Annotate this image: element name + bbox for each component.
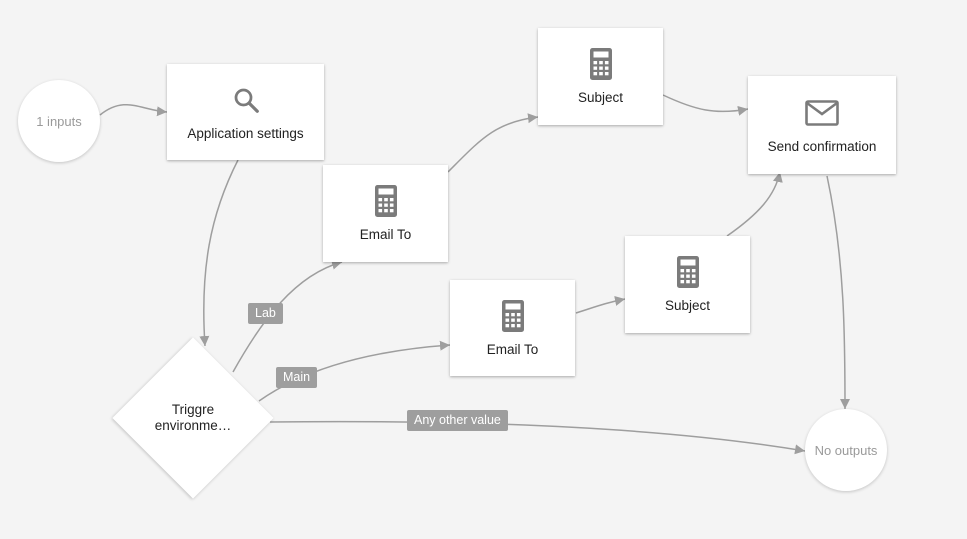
application-settings-label: Application settings — [187, 125, 304, 141]
edge-label-lab: Lab — [248, 303, 283, 324]
edge-label-any-other-value: Any other value — [407, 410, 508, 431]
trigger-decision-label: Triggre environme… — [123, 402, 263, 434]
calculator-icon — [676, 256, 699, 288]
search-icon — [231, 84, 261, 116]
edge-email-to-lower-to-subject-mid[interactable] — [575, 296, 626, 314]
send-confirmation-node[interactable]: Send confirmation — [748, 76, 896, 174]
trigger-label-line1: Triggre — [171, 402, 215, 417]
email-to-upper-node[interactable]: Email To — [323, 165, 448, 262]
input-node[interactable]: 1 inputs — [18, 80, 100, 162]
edge-email-to-upper-to-subject-top[interactable] — [447, 113, 539, 173]
calculator-icon — [501, 299, 524, 332]
edge-trigger-to-email-to-lower[interactable] — [258, 340, 451, 402]
output-node[interactable]: No outputs — [805, 409, 887, 491]
subject-mid-label: Subject — [664, 298, 711, 313]
edge-label-main: Main — [276, 367, 318, 388]
output-node-label: No outputs — [814, 442, 878, 458]
edge-subject-mid-to-send-confirmation[interactable] — [726, 171, 783, 237]
subject-top-label: Subject — [577, 90, 624, 105]
mail-icon — [805, 97, 839, 129]
edge-subject-top-to-send-confirmation[interactable] — [662, 94, 749, 116]
application-settings-node[interactable]: Application settings — [167, 64, 324, 160]
trigger-label-line2: environme… — [154, 418, 232, 433]
edge-trigger-to-output[interactable] — [269, 420, 806, 455]
email-to-upper-label: Email To — [359, 227, 412, 242]
send-confirmation-label: Send confirmation — [767, 138, 877, 154]
edge-trigger-to-email-to-upper[interactable] — [232, 259, 343, 373]
edge-send-confirmation-to-output[interactable] — [826, 175, 850, 410]
email-to-lower-node[interactable]: Email To — [450, 280, 575, 376]
subject-mid-node[interactable]: Subject — [625, 236, 750, 333]
edge-input-to-app-settings[interactable] — [99, 104, 168, 117]
input-node-label: 1 inputs — [36, 113, 82, 129]
edge-app-settings-to-trigger[interactable] — [199, 159, 239, 347]
subject-top-node[interactable]: Subject — [538, 28, 663, 125]
calculator-icon — [589, 48, 612, 80]
calculator-icon — [374, 185, 397, 217]
email-to-lower-label: Email To — [486, 341, 539, 357]
